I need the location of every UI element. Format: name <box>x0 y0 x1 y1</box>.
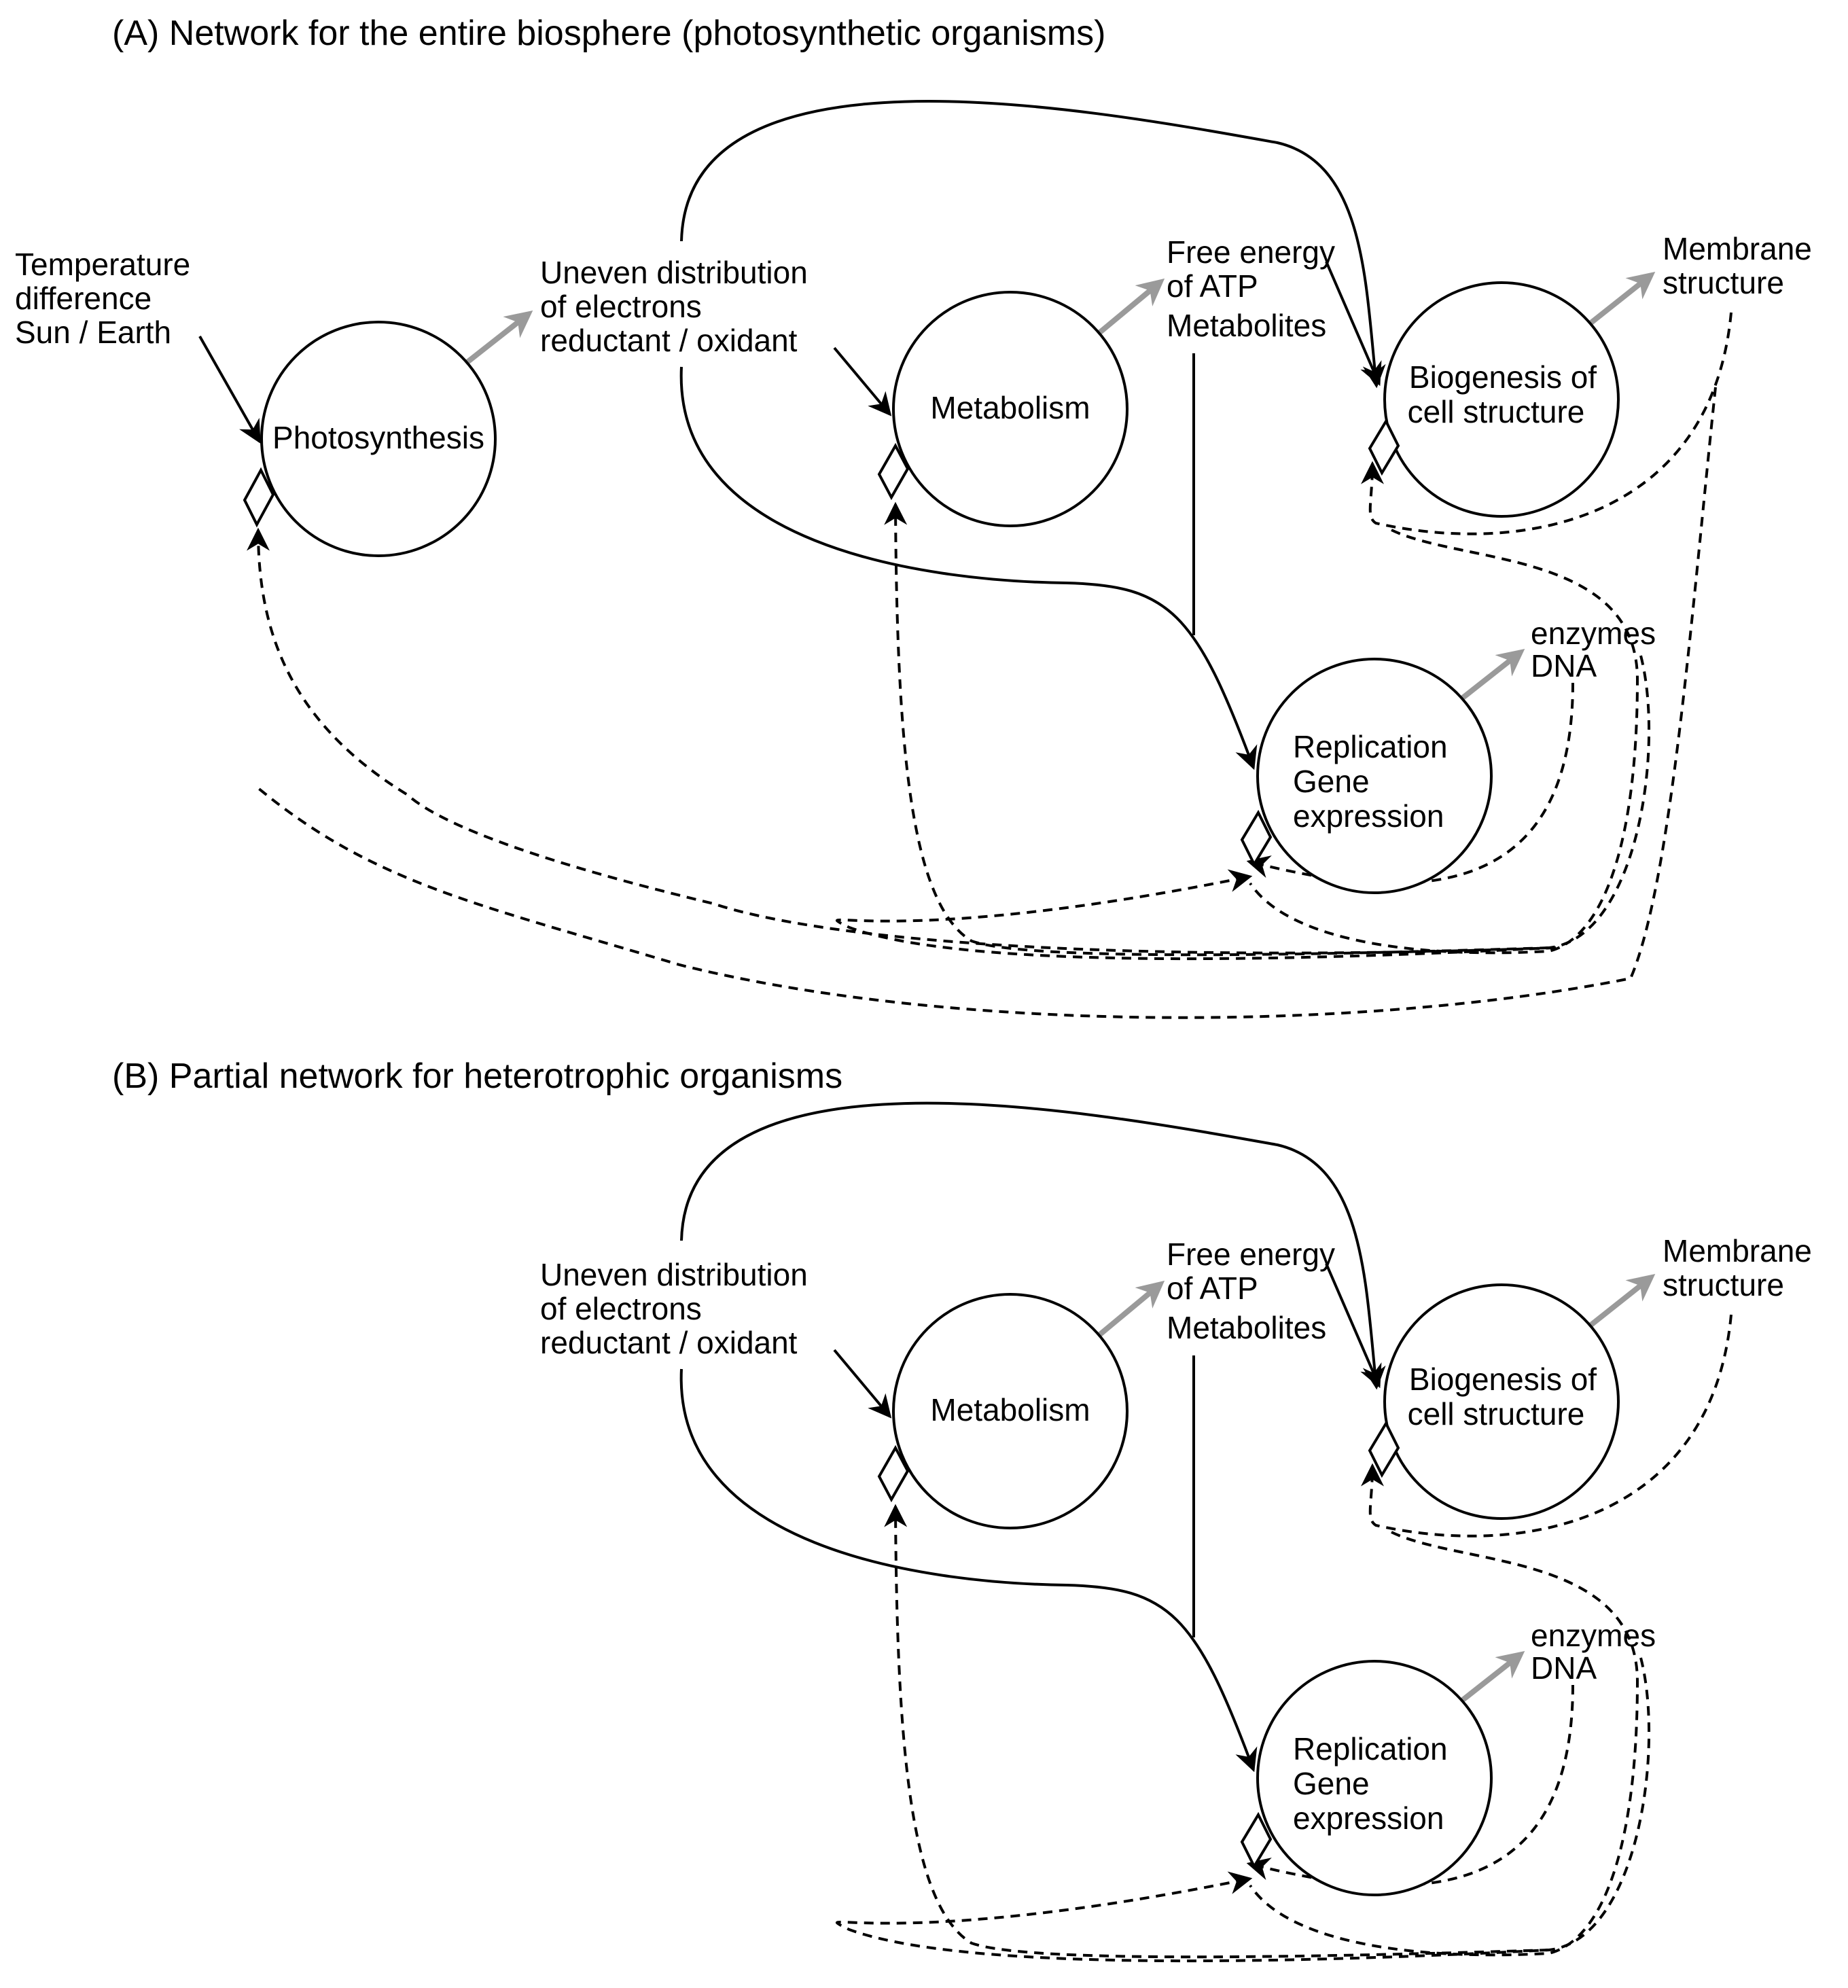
panel-a-membrane-to-photosynthesis-loop <box>257 387 1717 1019</box>
panel-b-atp-to-biogenesis-arrow <box>1325 1263 1382 1389</box>
panel-b-uneven-label-line-2: of electrons <box>540 1291 702 1326</box>
panel-b-biogenesis-to-replication-loop <box>1249 1531 1639 1957</box>
panel-b-replication-node <box>1256 1660 1493 1896</box>
panel-b-replication-diamond <box>1240 1811 1273 1870</box>
panel-a-free-energy-label-line-1: Free energy <box>1167 234 1335 270</box>
panel-b-enzymes-to-metabolism-loop <box>884 1504 1550 1959</box>
panel-a-membrane-label-line-2: structure <box>1663 265 1784 300</box>
panel-b-metabolism-diamond <box>877 1444 910 1503</box>
panel-a-free-energy-label-line-2: of ATP <box>1167 268 1258 304</box>
panel-a-uneven-label-line-1: Uneven distribution <box>540 255 808 290</box>
panel-b-membrane-label-line-2: structure <box>1663 1267 1784 1302</box>
panel-b-metabolism-node <box>892 1293 1129 1529</box>
panel-b-biogenesis-label-line-1: Biogenesis of <box>1409 1362 1597 1397</box>
panel-a-dashed-feedback <box>247 312 1732 1019</box>
panel-a-uneven-label-line-3: reductant / oxidant <box>540 323 798 358</box>
panel-b-uneven-to-biogenesis-arc <box>680 1101 1386 1390</box>
panel-b-uneven-label-line-3: reductant / oxidant <box>540 1325 798 1360</box>
panel-a-temperature-arrow <box>198 336 261 444</box>
panel-a-photosynthesis-diamond <box>243 467 275 528</box>
panel-b-solid-connectors <box>679 1101 1386 1773</box>
panel-b-biogenesis-node <box>1383 1283 1620 1520</box>
panel-a-uneven-label-line-2: of electrons <box>540 289 702 324</box>
panel-b-membrane-to-biogenesis-loop <box>1360 1314 1732 1538</box>
panel-a-metabolism-node <box>892 291 1129 527</box>
panel-a-membrane-to-biogenesis-loop <box>1360 312 1732 535</box>
panel-a-free-energy-label-line-3: Metabolites <box>1167 308 1326 343</box>
panel-b-replication-label-line-3: expression <box>1293 1800 1444 1836</box>
panel-a-temperature-label-line-2: difference <box>15 281 152 316</box>
panel-a-enzymes-label-line-2: DNA <box>1531 648 1597 684</box>
panel-a-enzymes-to-biogenesis-loop <box>835 655 1650 961</box>
panel-a-biogenesis-to-replication-loop <box>1249 529 1639 955</box>
panel-b-uneven-to-replication-curve <box>679 1368 1258 1773</box>
panel-b-metabolism-label: Metabolism <box>930 1392 1090 1427</box>
panel-a-replication-label-line-3: expression <box>1293 798 1444 834</box>
panel-b-title: (B) Partial network for heterotrophic or… <box>112 1057 842 1096</box>
panel-a-atp-to-biogenesis-arrow <box>1325 261 1382 387</box>
panel-b-enzymes-label-line-2: DNA <box>1531 1650 1597 1686</box>
panel-a-replication-diamond <box>1240 809 1273 868</box>
panel-b-replication-label-line-1: Replication <box>1293 1731 1448 1767</box>
panel-b-enzymes-label-line-1: enzymes <box>1531 1618 1656 1653</box>
panel-a-biogenesis-node <box>1383 281 1620 518</box>
panel-a-metabolism-diamond <box>877 442 910 501</box>
panel-a-temperature-label-line-1: Temperature <box>15 247 190 282</box>
panel-b-free-energy-label-line-3: Metabolites <box>1167 1310 1326 1345</box>
panel-a-metabolism-label: Metabolism <box>930 390 1090 425</box>
panel-a-replication-label-line-2: Gene <box>1293 764 1370 799</box>
panel-a-uneven-to-biogenesis-arc <box>680 100 1386 389</box>
panel-b-biogenesis-diamond <box>1368 1420 1400 1478</box>
panel-b-free-energy-label-line-2: of ATP <box>1167 1271 1258 1306</box>
panel-b-free-energy-label-line-1: Free energy <box>1167 1237 1335 1272</box>
panel-b-membrane-label-line-1: Membrane <box>1663 1233 1812 1268</box>
panel-a-membrane-label-line-1: Membrane <box>1663 231 1812 266</box>
panel-b-biogenesis-label-line-2: cell structure <box>1408 1396 1585 1432</box>
panel-b: (B) Partial network for heterotrophic or… <box>112 1057 1812 1963</box>
panel-a-enzymes-label-line-1: enzymes <box>1531 616 1656 651</box>
panel-a-replication-label-line-1: Replication <box>1293 729 1448 764</box>
panel-b-replication-label-line-2: Gene <box>1293 1766 1370 1801</box>
panel-a-solid-connectors <box>198 100 1386 770</box>
panel-b-uneven-to-metabolism-arrow <box>833 1349 892 1419</box>
panel-a-enzymes-to-photosynthesis-loop <box>247 527 1557 955</box>
panel-a-biogenesis-label-line-1: Biogenesis of <box>1409 359 1597 395</box>
panel-a-biogenesis-diamond <box>1368 418 1400 476</box>
panel-b-enzymes-to-biogenesis-loop <box>835 1657 1650 1963</box>
panel-a-enzymes-to-metabolism-loop <box>884 501 1550 957</box>
panel-a: (A) Network for the entire biosphere (ph… <box>15 14 1812 1019</box>
panel-a-uneven-to-replication-curve <box>679 366 1258 770</box>
panel-a-photosynthesis-label: Photosynthesis <box>272 420 484 455</box>
panel-a-temperature-label-line-3: Sun / Earth <box>15 315 171 350</box>
panel-a-uneven-to-metabolism-arrow <box>833 347 892 416</box>
panel-b-uneven-label-line-1: Uneven distribution <box>540 1257 808 1292</box>
panel-a-photosynthesis-node <box>260 321 497 557</box>
panel-a-title: (A) Network for the entire biosphere (ph… <box>112 14 1105 53</box>
panel-a-biogenesis-label-line-2: cell structure <box>1408 394 1585 429</box>
panel-a-replication-node <box>1256 658 1493 894</box>
